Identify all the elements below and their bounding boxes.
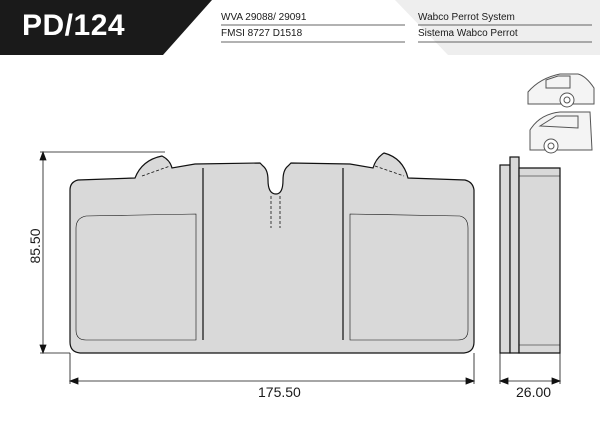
car-icon: [527, 73, 595, 108]
system-name-translated: Sistema Wabco Perrot: [418, 28, 518, 39]
height-dimension: 85.50: [27, 228, 43, 264]
width-dimension: 175.50: [258, 384, 301, 400]
header-banner: [0, 0, 600, 55]
system-name: Wabco Perrot System: [418, 12, 515, 23]
product-code: PD/124: [22, 9, 126, 42]
height-dimension-line: [39, 150, 165, 355]
fmsi-reference: FMSI 8727 D1518: [221, 28, 303, 39]
technical-drawing: [39, 73, 595, 385]
width-dimension-line: [68, 353, 476, 385]
thickness-dimension: 26.00: [516, 384, 552, 400]
brake-pad-front-view: [69, 152, 475, 354]
header: PD/124 WVA 29088/ 29091 FMSI 8727 D1518 …: [0, 0, 600, 55]
wva-reference: WVA 29088/ 29091: [221, 12, 307, 23]
brake-pad-side-view: [499, 156, 561, 354]
car-icon: [529, 111, 593, 154]
thickness-dimension-line: [498, 353, 562, 385]
